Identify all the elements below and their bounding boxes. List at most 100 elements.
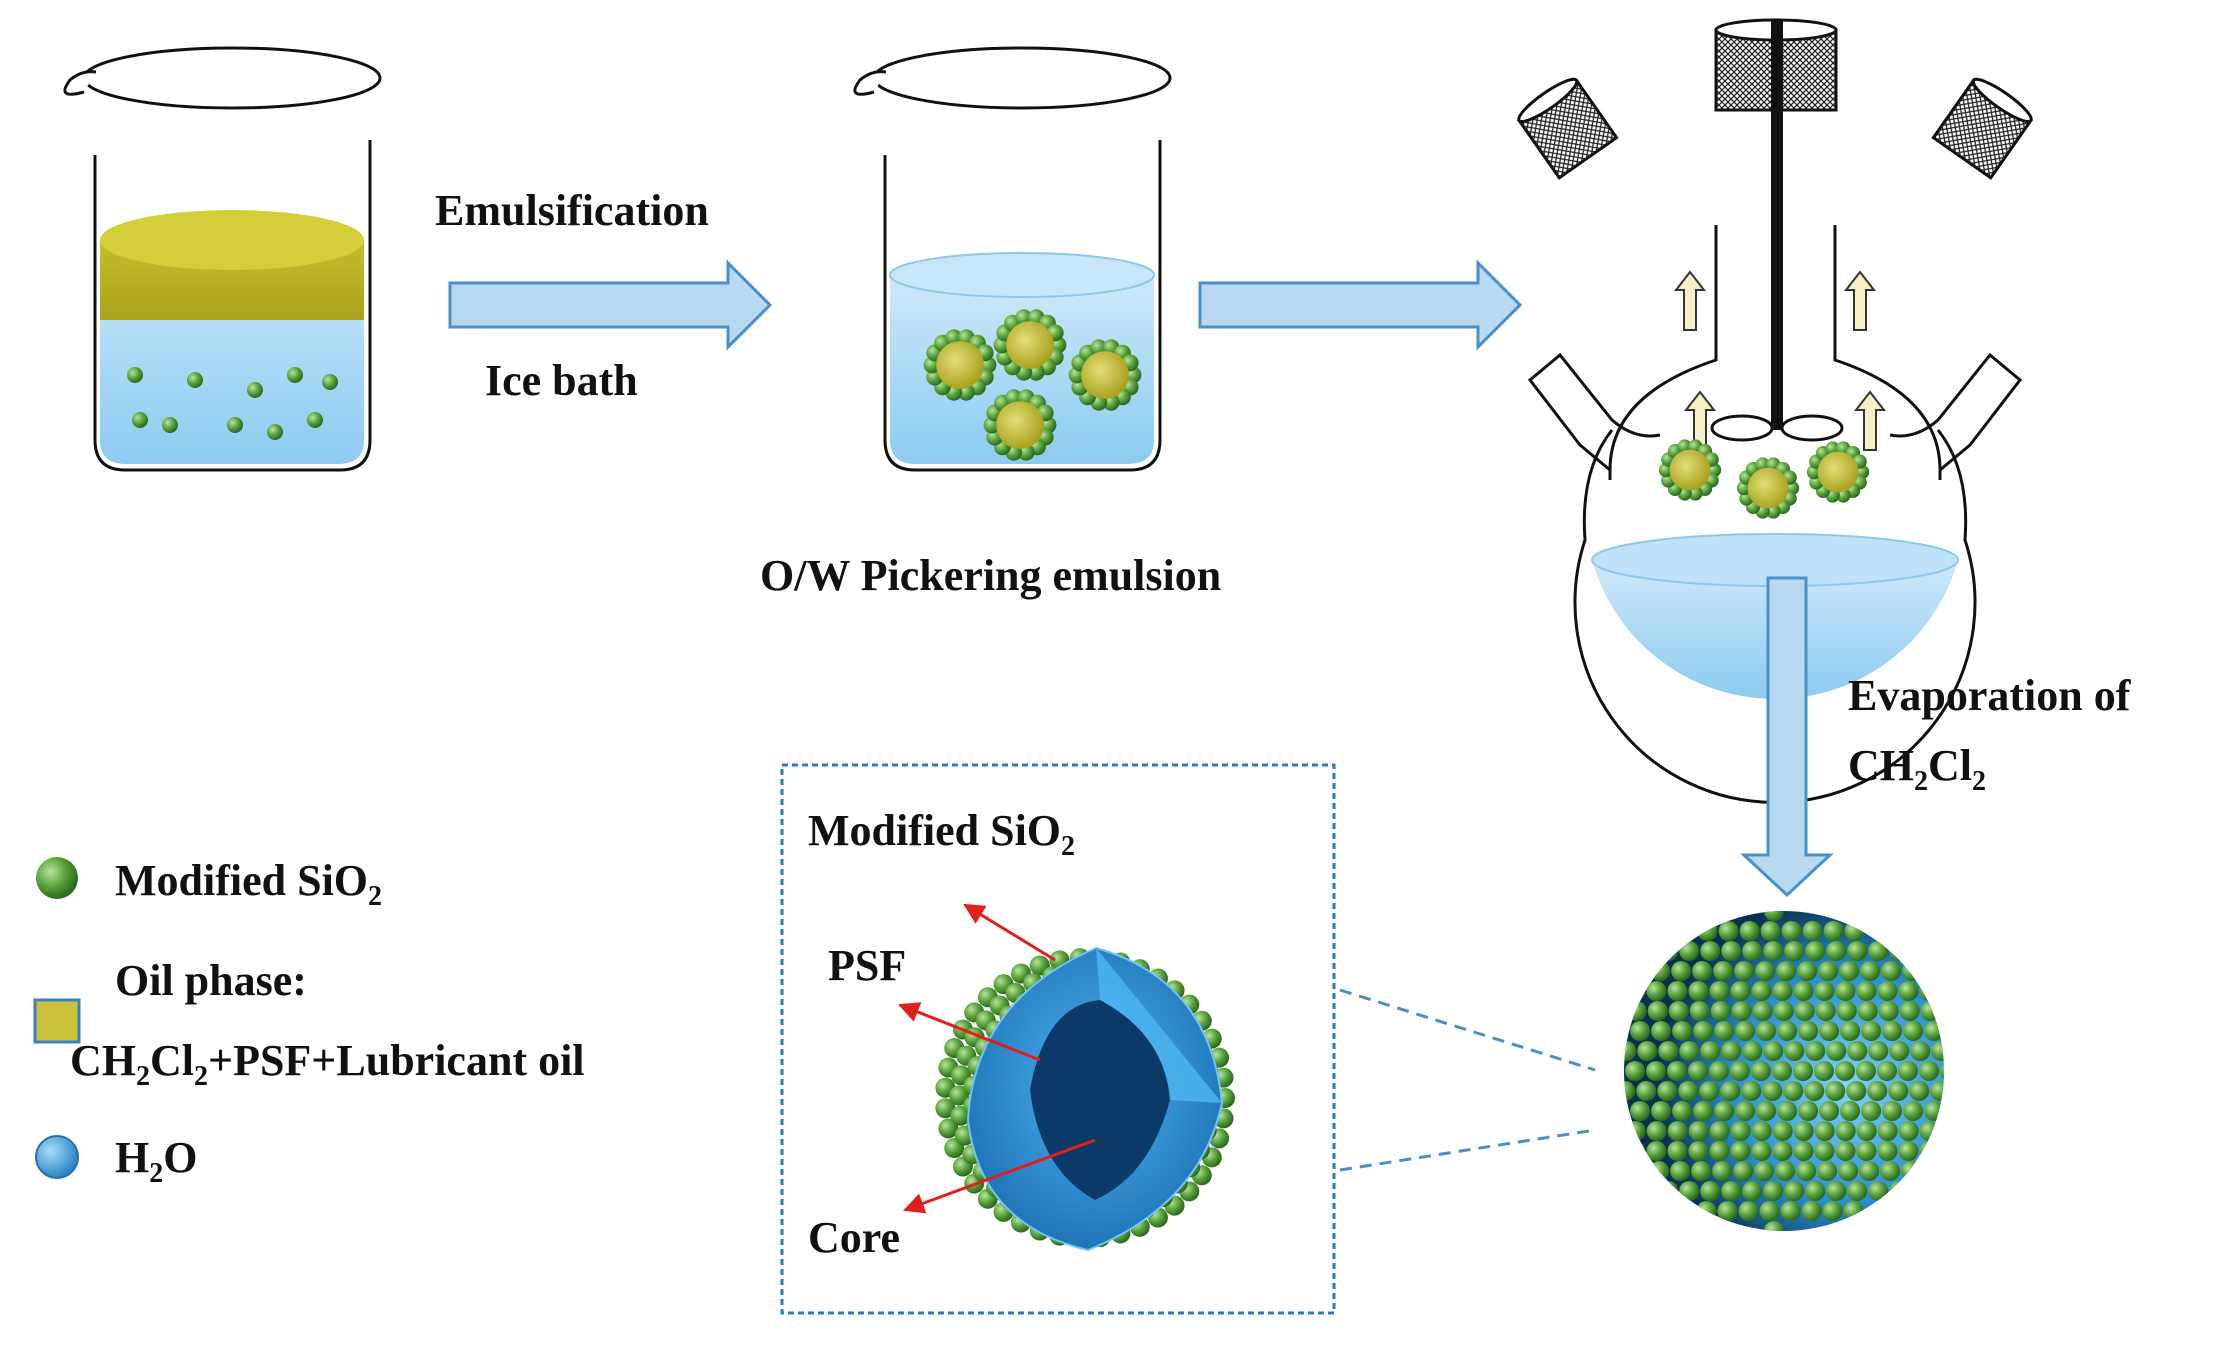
silica-bead — [1835, 981, 1856, 1001]
silica-bead — [1844, 921, 1865, 941]
silica-bead — [1763, 941, 1784, 961]
legend-water-swatch — [35, 1135, 79, 1179]
silica-bead — [1672, 1101, 1693, 1121]
silica-bead — [1647, 1001, 1668, 1021]
silica-bead — [1836, 1001, 1857, 1021]
silica-bead — [1625, 1061, 1645, 1081]
silica-bead — [1741, 1081, 1762, 1101]
legend: Modified SiO2 Oil phase: CH2Cl2+PSF+Lubr… — [33, 856, 585, 1189]
silica-bead — [1730, 1141, 1751, 1161]
silica-bead — [1764, 911, 1784, 921]
silica-bead — [1924, 1101, 1944, 1121]
silica-bead — [1819, 1021, 1840, 1041]
silica-bead — [1793, 981, 1814, 1001]
silica-bead — [1742, 941, 1763, 961]
silica-bead — [1805, 1181, 1826, 1201]
silica-bead — [1624, 1081, 1636, 1101]
silica-bead — [1802, 921, 1823, 941]
silica-bead — [1714, 1021, 1735, 1041]
silica-bead — [1721, 1181, 1742, 1201]
silica-bead — [1814, 1061, 1834, 1081]
pickering-droplet — [1068, 339, 1142, 411]
silica-bead — [1868, 1181, 1889, 1201]
silica-bead — [1692, 961, 1713, 981]
ch2cl2-label: CH2Cl2 — [1848, 741, 1986, 797]
silica-bead — [1755, 961, 1776, 981]
silica-bead — [1877, 1141, 1898, 1161]
oil-core — [1817, 451, 1859, 493]
silica-bead — [1739, 921, 1760, 941]
silica-bead — [1838, 1161, 1859, 1181]
silica-bead — [1667, 1121, 1688, 1141]
silica-bead — [1651, 1101, 1672, 1121]
silica-bead — [1817, 1161, 1838, 1181]
silica-bead — [1898, 1121, 1919, 1141]
silica-bead — [1738, 1201, 1759, 1221]
silica-bead — [1777, 1021, 1798, 1041]
emulsification-label: Emulsification — [435, 186, 709, 235]
silica-bead — [1679, 941, 1700, 961]
oil-core — [1081, 351, 1129, 399]
silica-bead — [1657, 1081, 1678, 1101]
silica-bead — [1775, 1161, 1796, 1181]
silica-bead — [1679, 1181, 1700, 1201]
silica-bead — [1856, 981, 1877, 1001]
silica-bead — [1700, 1181, 1721, 1201]
silica-bead — [1805, 1041, 1826, 1061]
silica-bead — [1815, 1001, 1836, 1021]
silica-bead — [1877, 981, 1898, 1001]
silica-bead — [1793, 1061, 1813, 1081]
silica-bead — [1877, 1061, 1897, 1081]
silica-bead — [1670, 1161, 1691, 1181]
silica-bead — [1718, 921, 1739, 941]
oil-core — [936, 341, 984, 389]
evaporation-label: Evaporation of — [1848, 671, 2132, 720]
silica-bead — [1733, 1161, 1754, 1181]
silica-bead — [1882, 1021, 1903, 1041]
silica-bead — [1814, 1141, 1835, 1161]
silica-bead — [1646, 1141, 1667, 1161]
silica-bead — [1835, 1141, 1856, 1161]
pickering-droplet — [983, 389, 1057, 461]
stirrer-rod — [1771, 20, 1783, 430]
silica-bead — [1867, 1081, 1888, 1101]
oil-core — [996, 401, 1044, 449]
silica-bead — [1877, 1121, 1898, 1141]
silica-bead — [1754, 1161, 1775, 1181]
silica-bead — [1919, 1141, 1940, 1161]
silica-bead — [1878, 1001, 1899, 1021]
silica-bead — [1773, 1001, 1794, 1021]
silica-bead — [1630, 1021, 1651, 1041]
silica-bead — [1882, 1101, 1903, 1121]
silica-bead — [1760, 921, 1781, 941]
silica-bead — [1629, 961, 1650, 981]
silica-bead — [1691, 1161, 1712, 1181]
silica-bead — [1721, 941, 1742, 961]
silica-bead — [1840, 1021, 1861, 1041]
silica-bead — [1604, 1061, 1624, 1081]
silica-bead — [1860, 961, 1881, 981]
silica-bead — [1839, 961, 1860, 981]
silica-bead — [1856, 1121, 1877, 1141]
silica-bead — [1630, 1101, 1651, 1121]
silica-bead — [1672, 1021, 1693, 1041]
silica-bead — [1730, 981, 1751, 1001]
silica-bead — [1819, 1101, 1840, 1121]
silica-bead — [1823, 921, 1844, 941]
beaker-emulsion — [853, 46, 1172, 472]
silica-bead — [1784, 1181, 1805, 1201]
silica-bead — [1624, 1021, 1630, 1041]
silica-bead — [1679, 1041, 1700, 1061]
silica-bead — [1762, 1081, 1783, 1101]
silica-bead — [1709, 1121, 1730, 1141]
silica-bead — [1700, 1041, 1721, 1061]
silica-bead — [1772, 981, 1793, 1001]
silica-bead — [1626, 1001, 1647, 1021]
silica-bead — [1637, 1041, 1658, 1061]
silica-bead — [1910, 1041, 1931, 1061]
silica-bead — [1846, 1081, 1867, 1101]
oil-core — [1747, 467, 1789, 509]
silica-bead — [1804, 1081, 1825, 1101]
stirrer-blade-left — [1710, 414, 1774, 442]
silica-bead — [1700, 941, 1721, 961]
